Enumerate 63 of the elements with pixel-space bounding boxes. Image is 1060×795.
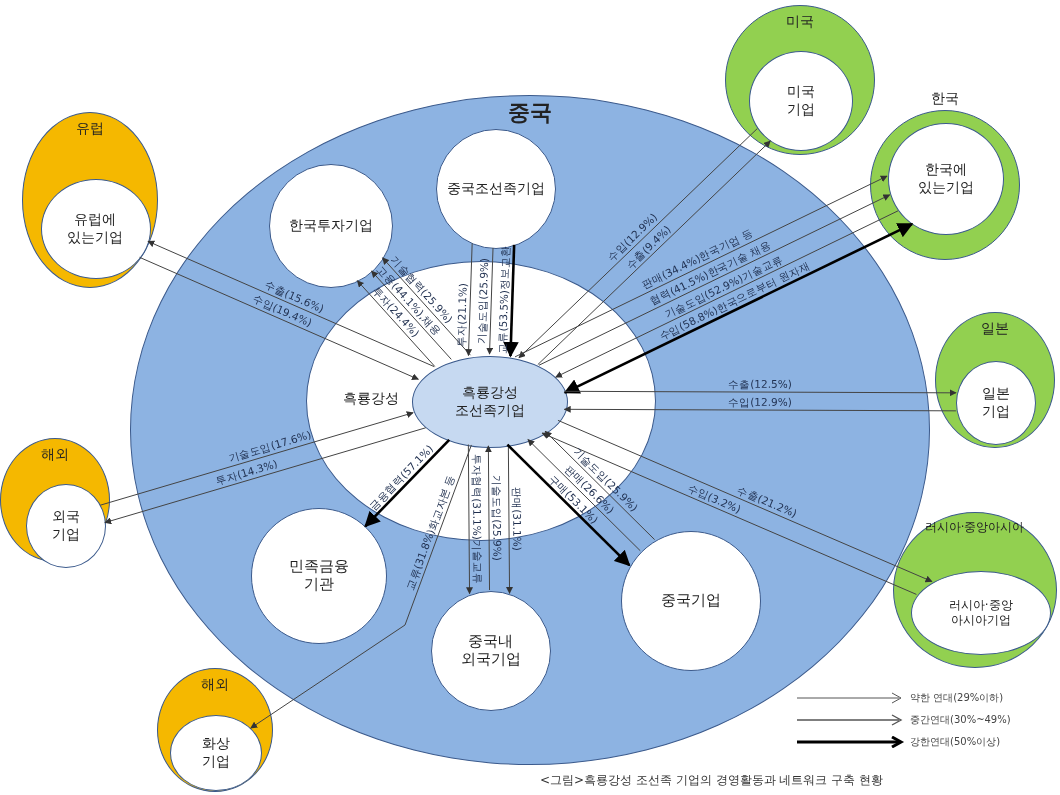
company-label: 미국 기업 <box>785 83 816 118</box>
arrow <box>563 405 957 413</box>
edge-label: 기술도입(25.9%) <box>476 257 490 344</box>
region-label: 미국 <box>784 12 815 30</box>
arrow <box>147 240 435 368</box>
arrow <box>518 128 758 359</box>
arrow <box>466 444 473 595</box>
region-label: 해외 <box>39 445 70 463</box>
edge-label: 수입(12.9%) <box>728 396 792 408</box>
company-label: 한국투자기업 <box>287 216 374 234</box>
region-label: 해외 <box>199 675 230 693</box>
company-label: 민족금융 기관 <box>287 556 350 594</box>
region-label: 러시아·중앙아시아 <box>923 519 1026 534</box>
company-label: 러시아·중앙 아시아기업 <box>947 597 1014 628</box>
legend-label: 약한 연대(29%이하) <box>910 691 1004 705</box>
company-circle <box>956 361 1036 445</box>
arrow <box>139 256 419 380</box>
arrow <box>544 430 656 541</box>
edge-label: 판매(31.1%) <box>511 486 523 551</box>
edge-label: 교류(53.5%)정보교환 <box>497 246 512 355</box>
arrow <box>555 210 899 378</box>
arrow <box>486 247 494 355</box>
region-label: 한국 <box>929 89 960 107</box>
company-label: 일본 기업 <box>980 385 1011 420</box>
region-label: 일본 <box>979 319 1010 337</box>
company-label: 중국기업 <box>659 591 722 610</box>
arrow <box>557 419 933 583</box>
arrow <box>465 243 473 357</box>
arrow <box>484 445 492 591</box>
arrow <box>382 257 471 356</box>
edge-label: 수출(12.5%) <box>728 378 793 390</box>
region-label: 흑룡강성 <box>341 389 400 407</box>
arrow <box>541 432 917 595</box>
arrow <box>527 439 641 552</box>
company-label: 화상 기업 <box>200 735 231 770</box>
caption: <그림>흑룡강성 조선족 기업의 경영활동과 네트워크 구축 현황 <box>540 772 883 789</box>
edge-label: 기술도입(25.9%) <box>491 475 503 561</box>
arrow <box>371 270 452 360</box>
company-label: 중국조선족기업 <box>445 179 546 197</box>
arrow <box>564 389 957 397</box>
arrow <box>563 222 914 394</box>
region-label: 유럽 <box>74 119 105 137</box>
arrow <box>99 411 414 506</box>
legend-label: 중간연대(30%~49%) <box>910 713 1011 727</box>
edge-label: 투자(21.1%) <box>455 282 469 347</box>
company-label: 한국에 있는기업 <box>916 161 975 196</box>
arrow <box>506 443 631 567</box>
region-label: 중국 <box>506 98 553 126</box>
company-label: 유럽에 있는기업 <box>66 211 125 246</box>
company-label: 흑룡강성 조선족기업 <box>453 384 526 419</box>
arrow <box>538 194 891 366</box>
company-label: 중국내 외국기업 <box>459 631 522 669</box>
arrow <box>364 439 451 528</box>
arrow <box>537 140 771 366</box>
arrow <box>356 280 436 367</box>
arrow <box>104 427 427 525</box>
company-circle <box>888 123 1004 235</box>
arrow <box>514 175 888 358</box>
arrow <box>503 244 519 358</box>
arrow <box>250 444 472 729</box>
legend-label: 강한연대(50%이상) <box>910 735 1001 749</box>
edge-label: 투자협력(31.1%)기술교류 <box>471 454 483 584</box>
company-label: 외국 기업 <box>50 508 81 543</box>
